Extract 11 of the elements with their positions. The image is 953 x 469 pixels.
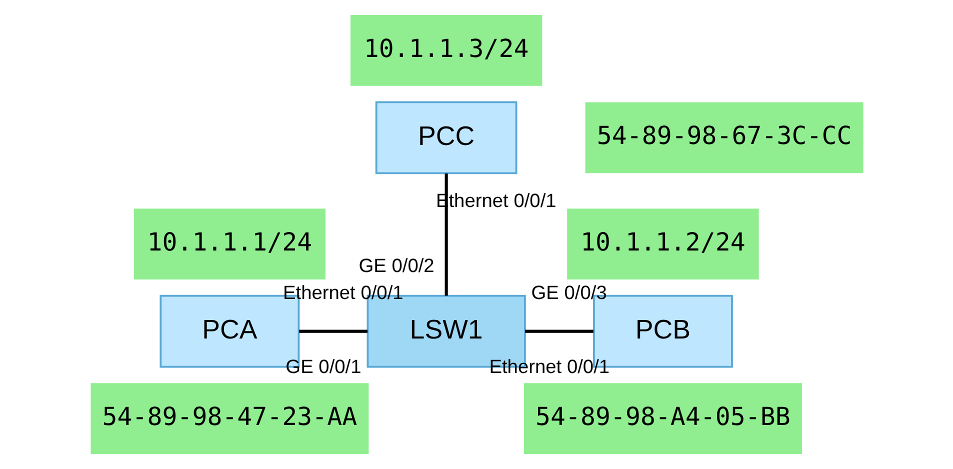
node-label: 10.1.1.1/24 <box>146 228 312 257</box>
node-label: 54-89-98-67-3C-CC <box>596 121 852 150</box>
connector <box>444 174 448 296</box>
node-label: 10.1.1.2/24 <box>580 228 745 257</box>
label: GE 0/0/2 <box>358 256 434 277</box>
connector <box>524 330 593 333</box>
node-label: 10.1.1.3/24 <box>363 34 528 63</box>
node-label: 54-89-98-A4-05-BB <box>534 402 790 432</box>
node-label: 54-89-98-47-23-AA <box>102 402 357 432</box>
node-box: PCC <box>374 101 517 174</box>
connector <box>298 330 368 333</box>
